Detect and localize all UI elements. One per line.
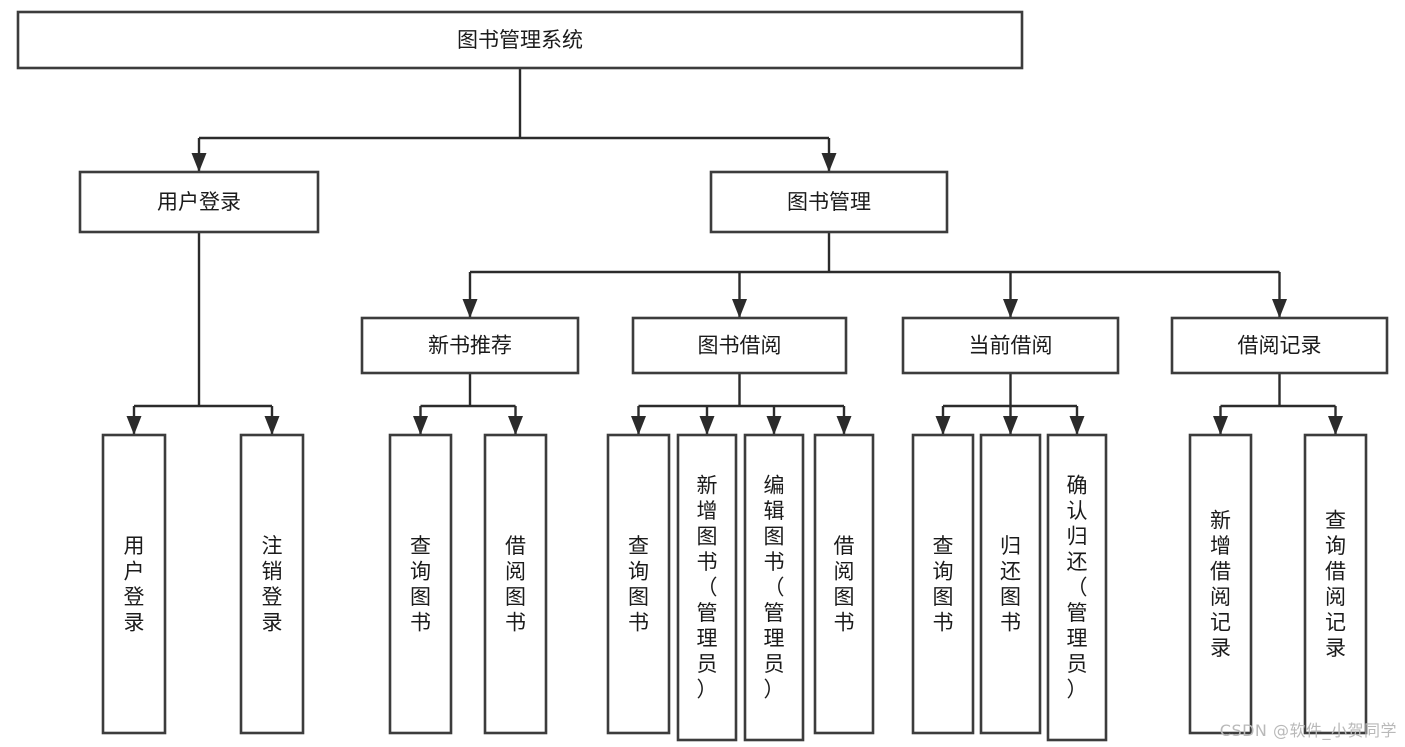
node-新书推荐[interactable]: 新书推荐 (360, 316, 580, 375)
connector-arrowhead (191, 153, 207, 172)
connector-layer (126, 68, 1343, 435)
node-借阅图书[interactable]: 借阅图书 (483, 433, 548, 735)
node-box (78, 170, 320, 234)
node-box (901, 316, 1120, 375)
node-借阅图书[interactable]: 借阅图书 (813, 433, 875, 735)
node-label: 查询图书 (410, 534, 431, 635)
node-确认归还管理员[interactable]: 确认归还（管理员） (1046, 433, 1108, 742)
node-查询借阅记录[interactable]: 查询借阅记录 (1303, 433, 1368, 735)
node-新增借阅记录[interactable]: 新增借阅记录 (1188, 433, 1253, 735)
connector-arrowhead (1328, 416, 1343, 435)
node-新增图书管理员[interactable]: 新增图书（管理员） (676, 433, 738, 742)
node-label: 借阅图书 (505, 534, 526, 635)
node-label: 图书借阅 (698, 334, 782, 358)
node-box (813, 433, 875, 735)
node-box (360, 316, 580, 375)
node-box (676, 433, 738, 742)
node-box (483, 433, 548, 735)
node-label: 确认归还（管理员） (1067, 474, 1088, 702)
connector-arrowhead (462, 299, 478, 318)
node-label: 借阅记录 (1238, 334, 1322, 358)
node-box (1170, 316, 1389, 375)
csdn-watermark: CSDN @软件_小贺同学 (1219, 721, 1397, 740)
node-归还图书[interactable]: 归还图书 (979, 433, 1042, 735)
connector-arrowhead (631, 416, 646, 435)
connector-arrowhead (1213, 416, 1228, 435)
connector-arrowhead (1003, 299, 1018, 318)
node-box (239, 433, 305, 735)
node-label: 新增图书（管理员） (697, 474, 718, 702)
node-label: 图书管理 (787, 190, 871, 214)
node-label: 查询借阅记录 (1325, 508, 1346, 660)
node-box (1046, 433, 1108, 742)
node-layer: 图书管理系统用户登录图书管理用户登录注销登录新书推荐图书借阅当前借阅借阅记录查询… (16, 10, 1389, 742)
connector-arrowhead (264, 416, 280, 435)
node-查询图书[interactable]: 查询图书 (911, 433, 975, 735)
node-注销登录[interactable]: 注销登录 (239, 433, 305, 735)
node-图书借阅[interactable]: 图书借阅 (631, 316, 848, 375)
node-label: 归还图书 (1000, 534, 1021, 635)
node-box (911, 433, 975, 735)
node-box (606, 433, 671, 735)
node-当前借阅[interactable]: 当前借阅 (901, 316, 1120, 375)
node-查询图书[interactable]: 查询图书 (388, 433, 453, 735)
node-label: 借阅图书 (834, 534, 855, 635)
node-box (1188, 433, 1253, 735)
connector-arrowhead (699, 416, 715, 435)
connector-arrowhead (508, 416, 523, 435)
connector-arrowhead (836, 416, 852, 435)
connector-arrowhead (413, 416, 428, 435)
connector-arrowhead (126, 416, 142, 435)
connector-arrowhead (821, 153, 837, 172)
connector-arrowhead (1069, 416, 1085, 435)
node-编辑图书管理员[interactable]: 编辑图书（管理员） (743, 433, 805, 742)
node-图书管理系统[interactable]: 图书管理系统 (16, 10, 1024, 70)
node-box (101, 433, 167, 735)
node-用户登录[interactable]: 用户登录 (78, 170, 320, 234)
node-label: 新书推荐 (428, 334, 512, 358)
node-label: 查询图书 (933, 534, 954, 635)
node-box (709, 170, 949, 234)
node-box (388, 433, 453, 735)
node-用户登录[interactable]: 用户登录 (101, 433, 167, 735)
node-box (743, 433, 805, 742)
node-label: 注销登录 (262, 534, 283, 635)
connector-arrowhead (935, 416, 951, 435)
node-label: 编辑图书（管理员） (764, 474, 785, 702)
node-label: 当前借阅 (969, 334, 1053, 358)
node-图书管理[interactable]: 图书管理 (709, 170, 949, 234)
node-box (1303, 433, 1368, 735)
node-label: 用户登录 (157, 190, 241, 214)
node-label: 新增借阅记录 (1210, 508, 1231, 660)
connector-arrowhead (1003, 416, 1018, 435)
node-label: 用户登录 (124, 534, 145, 635)
connector-arrowhead (766, 416, 782, 435)
node-查询图书[interactable]: 查询图书 (606, 433, 671, 735)
connector-arrowhead (1272, 299, 1287, 318)
connector-arrowhead (732, 299, 747, 318)
node-label: 图书管理系统 (457, 28, 583, 52)
node-box (979, 433, 1042, 735)
node-box (631, 316, 848, 375)
node-借阅记录[interactable]: 借阅记录 (1170, 316, 1389, 375)
node-box (16, 10, 1024, 70)
node-label: 查询图书 (628, 534, 649, 635)
